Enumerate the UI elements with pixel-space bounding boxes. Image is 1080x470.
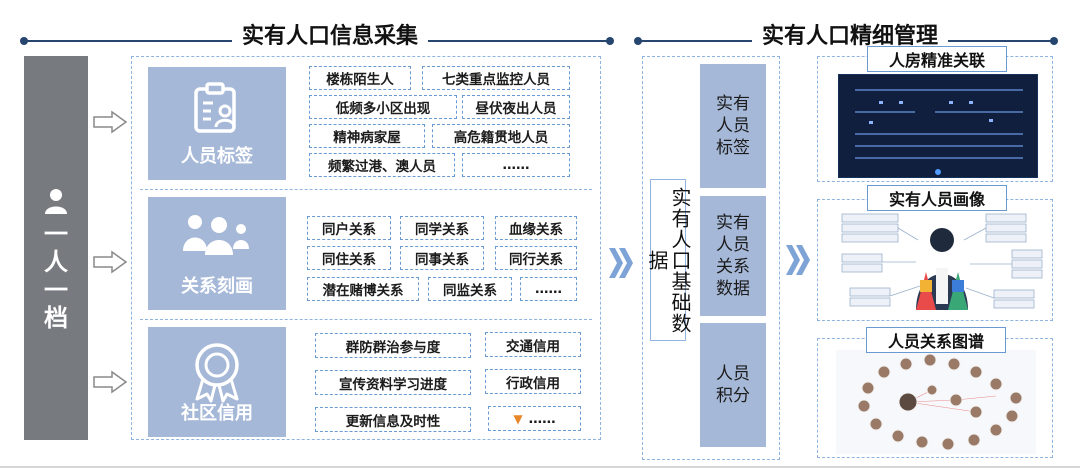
middle-tile: 人员积分 xyxy=(700,323,766,447)
people-group-icon xyxy=(183,215,249,255)
middle-tile: 实有人员关系数据 xyxy=(700,196,766,316)
vertical-label-char: 档 xyxy=(44,304,68,332)
relation-graph-image xyxy=(836,350,1036,454)
tag-item: 行政信用 xyxy=(485,369,581,394)
tag-item: 低频多小区出现 xyxy=(309,95,457,119)
left-section-title: 实有人口信息采集 xyxy=(232,22,429,52)
tag-item: 群防群治参与度 xyxy=(315,333,471,358)
category-label: 人员标签 xyxy=(181,146,253,167)
hollow-arrow-icon xyxy=(93,370,128,394)
id-card-icon xyxy=(194,82,236,133)
vertical-label-char: 一 xyxy=(44,276,68,304)
row-divider xyxy=(140,189,592,190)
double-chevron-icon xyxy=(786,245,810,275)
tag-item: 七类重点监控人员 xyxy=(422,66,570,90)
category-label: 社区信用 xyxy=(181,403,253,424)
tag-text: …… xyxy=(528,410,556,427)
tag-item: 宣传资料学习进度 xyxy=(315,370,471,395)
category-relationship: 关系刻画 xyxy=(148,197,286,310)
tag-item: 潜在赌博关系 xyxy=(307,277,419,301)
base-data-label: 实有人口基础数据 xyxy=(645,179,692,341)
tag-item: 交通信用 xyxy=(485,332,581,357)
tag-item: 同户关系 xyxy=(307,216,391,240)
tag-item: 楼栋陌生人 xyxy=(309,66,411,90)
vertical-label-char: 一 xyxy=(44,220,68,248)
tag-item: 高危籍贯地人员 xyxy=(432,124,570,148)
collection-box xyxy=(131,56,601,440)
double-chevron-icon xyxy=(609,248,633,278)
one-person-one-file-bar xyxy=(24,56,88,440)
panel-title: 人员关系图谱 xyxy=(866,327,1006,353)
tag-item-with-mark: ▼ …… xyxy=(488,406,581,431)
dashboard-screenshot-image xyxy=(838,74,1038,178)
tag-item: 同事关系 xyxy=(400,246,484,270)
middle-tile: 实有人员标签 xyxy=(700,64,766,188)
arrow-down-marker-icon: ▼ xyxy=(513,411,523,426)
tag-item: 昼伏夜出人员 xyxy=(462,95,570,119)
panel-title: 人房精准关联 xyxy=(867,46,1007,72)
tag-item: …… xyxy=(462,153,570,177)
tag-item: …… xyxy=(520,277,577,301)
portrait-graphic-image xyxy=(841,213,1043,310)
heading-line-dot-right-end xyxy=(1050,37,1058,45)
tag-item: 同监关系 xyxy=(428,277,512,301)
vertical-label-char: 人 xyxy=(44,248,68,276)
row-divider xyxy=(140,319,592,320)
tag-item: 更新信息及时性 xyxy=(315,407,471,432)
category-label: 关系刻画 xyxy=(181,276,253,297)
tag-item: 血缘关系 xyxy=(495,216,577,240)
category-community-credit: 社区信用 xyxy=(148,327,286,437)
person-icon xyxy=(45,189,67,214)
panel-title: 实有人员画像 xyxy=(867,185,1007,211)
hollow-arrow-icon xyxy=(93,250,128,274)
tag-item: 频繁过港、澳人员 xyxy=(309,153,455,177)
base-data-box xyxy=(642,56,780,460)
tag-item: 同住关系 xyxy=(307,246,391,270)
bottom-divider xyxy=(0,466,1080,468)
heading-line-dot-left-end xyxy=(606,37,614,45)
hollow-arrow-icon xyxy=(93,110,128,134)
category-person-tags: 人员标签 xyxy=(148,67,286,180)
tag-item: 同行关系 xyxy=(495,246,577,270)
tag-item: 精神病家屋 xyxy=(309,124,425,148)
tag-item: 同学关系 xyxy=(400,216,484,240)
award-badge-icon xyxy=(195,343,239,403)
